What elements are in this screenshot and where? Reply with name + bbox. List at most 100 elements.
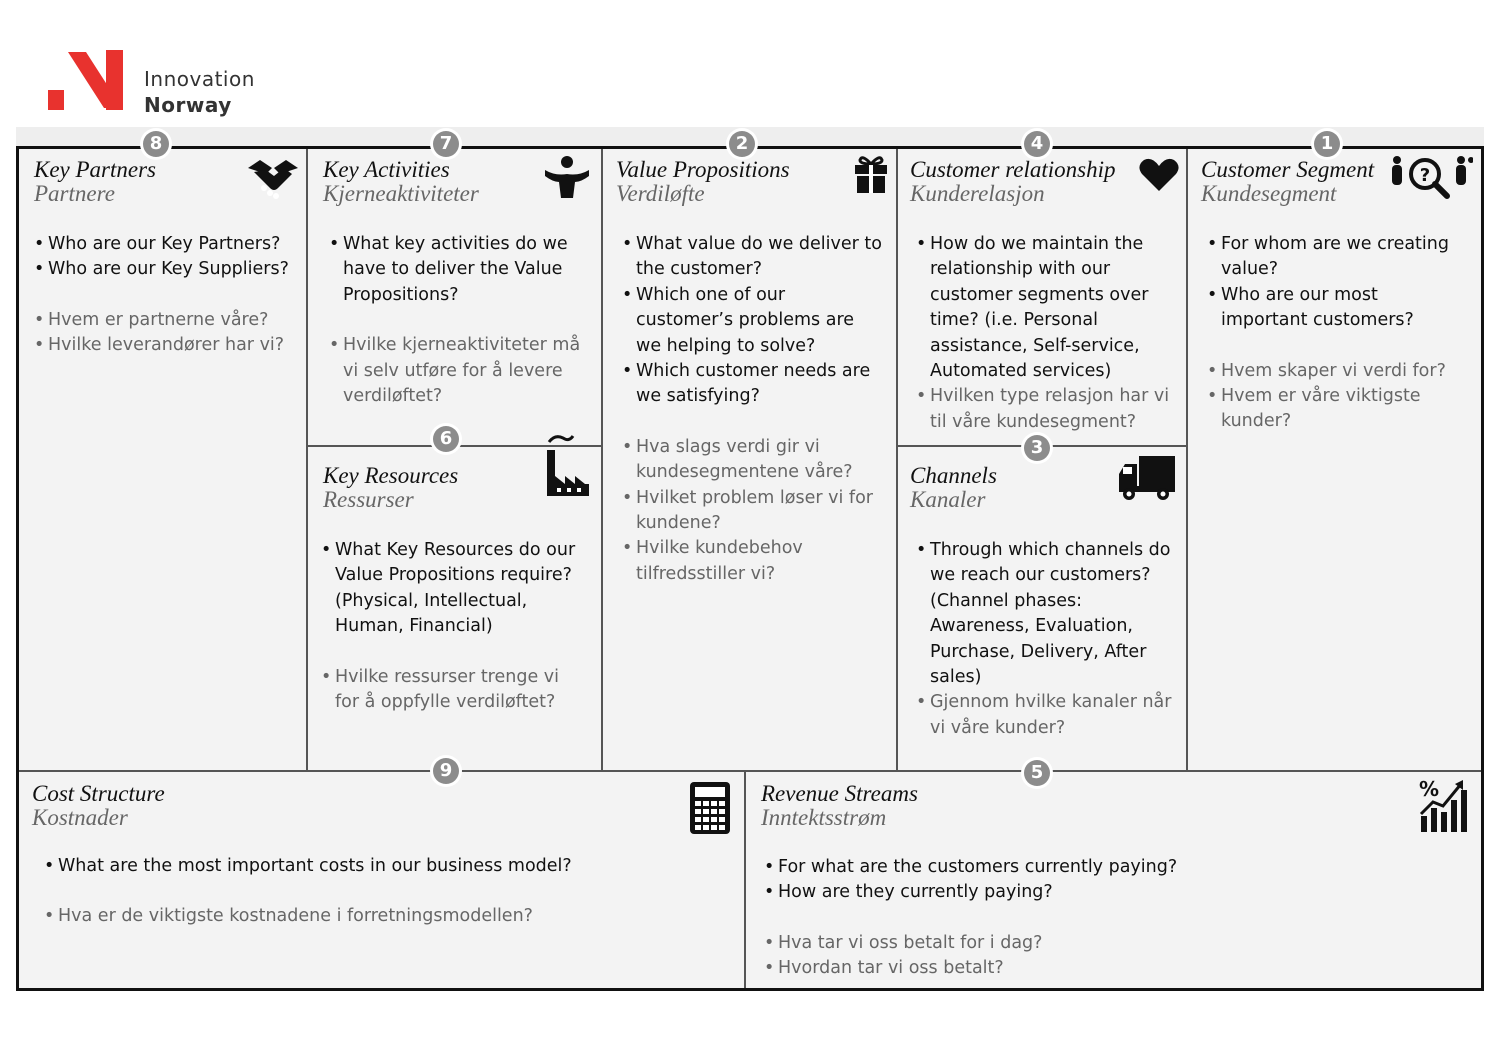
divider (601, 149, 603, 770)
list-item: How are they currently paying? (764, 880, 1404, 906)
revenue-streams-questions-en: For what are the customers currently pay… (764, 855, 1404, 906)
channels-questions-no: Gjennom hvilke kanaler når vi våre kunde… (916, 690, 1178, 741)
list-item: For what are the customers currently pay… (764, 855, 1404, 881)
key-activities-title: Key Activities (323, 157, 450, 182)
list-item: Hvilke kjerneaktiviteter må vi selv utfø… (329, 333, 584, 409)
list-item: Through which channels do we reach our c… (916, 538, 1178, 690)
key-partners-questions-en: Who are our Key Partners? Who are our Ke… (34, 232, 304, 283)
revenue-streams-subtitle: Inntektsstrøm (761, 805, 887, 830)
channels-questions-en: Through which channels do we reach our c… (916, 538, 1178, 690)
calculator-icon (690, 782, 730, 834)
list-item: What are the most important costs in our… (44, 854, 684, 880)
list-item: Hvem er partnerne våre? (34, 308, 304, 334)
key-activities-block: Key Activities Kjerneaktiviteter What ke… (323, 156, 591, 409)
value-propositions-questions-en: What value do we deliver to the customer… (622, 232, 884, 410)
divider (19, 770, 1481, 772)
key-activities-questions-en: What key activities do we have to delive… (329, 232, 579, 308)
revenue-streams-block: Revenue Streams Inntektsstrøm % For what… (761, 778, 1471, 982)
list-item: Which customer needs are we satisfying? (622, 359, 884, 410)
brand-line-1: Innovation (144, 67, 255, 91)
gift-icon (855, 156, 887, 193)
list-item: Hvilken type relasjon har vi til våre ku… (916, 384, 1170, 435)
channels-subtitle: Kanaler (910, 487, 986, 512)
step-badge-5: 5 (1024, 760, 1050, 786)
list-item: For whom are we creating value? (1207, 232, 1457, 283)
svg-text:%: % (1419, 778, 1439, 801)
list-item: Hvilke leverandører har vi? (34, 333, 304, 359)
customer-segment-block: Customer Segment Kundesegment ? For whom… (1201, 156, 1481, 435)
list-item: Gjennom hvilke kanaler når vi våre kunde… (916, 690, 1178, 741)
key-activities-questions-no: Hvilke kjerneaktiviteter må vi selv utfø… (329, 333, 584, 409)
brand-name: Innovation Norway (144, 66, 255, 118)
step-badge-1: 1 (1314, 131, 1340, 157)
step-badge-6: 6 (433, 426, 459, 452)
key-resources-questions-en: What Key Resources do our Value Proposit… (321, 538, 579, 640)
key-resources-title: Key Resources (323, 463, 459, 488)
step-badge-3: 3 (1024, 435, 1050, 461)
customer-relationship-block: Customer relationship Kunderelasjon How … (910, 158, 1180, 435)
cost-structure-block: Cost Structure Kostnader What are the mo… (32, 782, 732, 930)
list-item: Who are our Key Suppliers? (34, 257, 304, 283)
list-item: Who are our Key Partners? (34, 232, 304, 258)
svg-text:?: ? (1420, 165, 1430, 186)
revenue-streams-questions-no: Hva tar vi oss betalt for i dag? Hvordan… (764, 931, 1404, 982)
key-partners-title: Key Partners (34, 157, 157, 182)
list-item: Hvilke ressurser trenge vi for å oppfyll… (321, 665, 561, 716)
customer-relationship-questions-en: How do we maintain the relationship with… (916, 232, 1166, 384)
list-item: Hvilket problem løser vi for kundene? (622, 486, 884, 537)
key-partners-subtitle: Partnere (34, 181, 115, 206)
divider (306, 149, 308, 770)
key-resources-questions-no: Hvilke ressurser trenge vi for å oppfyll… (321, 665, 561, 716)
people-search-icon: ? (1392, 156, 1473, 199)
cost-structure-questions-en: What are the most important costs in our… (44, 854, 684, 880)
list-item: Who are our most important customers? (1207, 283, 1457, 334)
step-badge-4: 4 (1024, 131, 1050, 157)
brand-line-2: Norway (144, 93, 232, 117)
step-badge-8: 8 (143, 131, 169, 157)
heart-icon (1139, 158, 1179, 191)
divider (896, 149, 898, 770)
list-item: Hvem skaper vi verdi for? (1207, 359, 1457, 385)
cost-structure-questions-no: Hva er de viktigste kostnadene i forretn… (44, 904, 684, 930)
customer-segment-questions-no: Hvem skaper vi verdi for? Hvem er våre v… (1207, 359, 1457, 435)
step-badge-7: 7 (433, 131, 459, 157)
brand-logo: Innovation Norway (48, 50, 288, 120)
channels-title: Channels (910, 463, 997, 488)
customer-relationship-questions-no: Hvilken type relasjon har vi til våre ku… (916, 384, 1170, 435)
customer-segment-questions-en: For whom are we creating value? Who are … (1207, 232, 1457, 334)
cost-structure-subtitle: Kostnader (32, 805, 128, 830)
step-badge-2: 2 (729, 131, 755, 157)
truck-icon (1119, 456, 1175, 500)
value-propositions-title: Value Propositions (616, 157, 790, 182)
list-item: What Key Resources do our Value Proposit… (321, 538, 579, 640)
list-item: Hva er de viktigste kostnadene i forretn… (44, 904, 684, 930)
person-icon (545, 156, 589, 198)
innovation-norway-logo-icon (48, 50, 123, 110)
cost-structure-title: Cost Structure (32, 781, 165, 806)
list-item: What key activities do we have to delive… (329, 232, 579, 308)
handshake-icon (248, 160, 298, 199)
step-badge-9: 9 (433, 758, 459, 784)
divider (744, 770, 746, 988)
list-item: Which one of our customer’s problems are… (622, 283, 884, 359)
value-propositions-block: Value Propositions Verdiløfte What value… (616, 156, 888, 587)
list-item: Hvilke kundebehov tilfredsstiller vi? (622, 536, 884, 587)
list-item: Hva tar vi oss betalt for i dag? (764, 931, 1404, 957)
key-resources-block: Key Resources Ressurser What Key Resourc… (321, 435, 591, 716)
value-propositions-subtitle: Verdiløfte (616, 181, 705, 206)
key-partners-questions-no: Hvem er partnerne våre? Hvilke leverandø… (34, 308, 304, 359)
list-item: Hvordan tar vi oss betalt? (764, 956, 1404, 982)
list-item: How do we maintain the relationship with… (916, 232, 1166, 384)
customer-segment-subtitle: Kundesegment (1201, 181, 1337, 206)
customer-segment-title: Customer Segment (1201, 157, 1375, 182)
value-propositions-questions-no: Hva slags verdi gir vi kundesegmentene v… (622, 435, 884, 587)
key-activities-subtitle: Kjerneaktiviteter (323, 181, 479, 206)
revenue-streams-title: Revenue Streams (761, 781, 918, 806)
customer-relationship-title: Customer relationship (910, 157, 1116, 182)
customer-relationship-subtitle: Kunderelasjon (910, 181, 1045, 206)
channels-block: Channels Kanaler Through which channels … (910, 456, 1180, 741)
list-item: What value do we deliver to the customer… (622, 232, 884, 283)
key-partners-block: Key Partners Partnere Who are our Key Pa… (34, 158, 298, 359)
growth-chart-icon: % (1419, 778, 1467, 832)
divider (1186, 149, 1188, 770)
